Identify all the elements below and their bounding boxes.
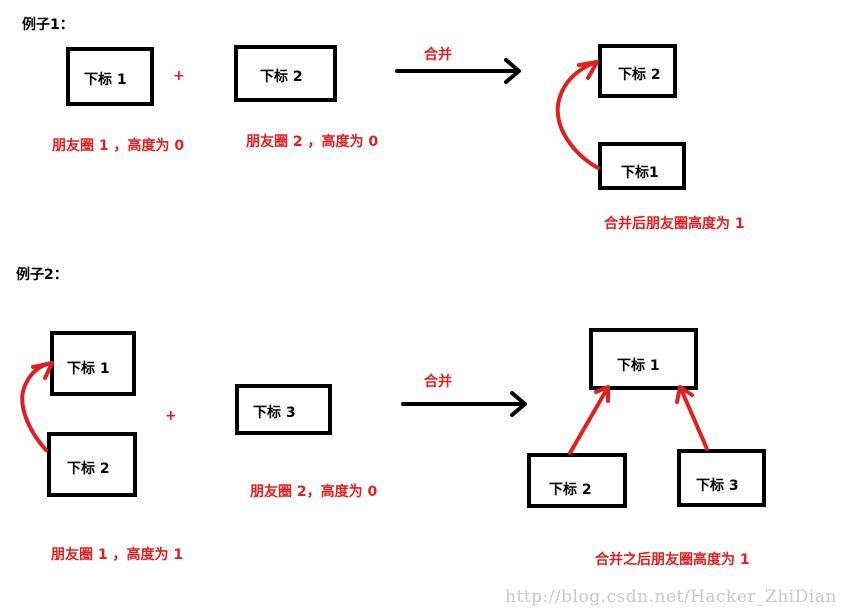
ex2-node-2-label: 下标 2 <box>67 461 110 477</box>
ex2-link-arrow <box>20 361 54 452</box>
ex1-caption-set-2: 朋友圈 2 ，高度为 0 <box>246 134 379 150</box>
ex1-node-2-label: 下标 2 <box>260 69 303 85</box>
example2-title: 例子2： <box>16 267 68 283</box>
ex2-result-child-right: 下标 3 <box>677 449 766 507</box>
ex1-link-arrow <box>555 60 600 170</box>
ex2-right-link-arrow <box>675 385 709 451</box>
ex2-result-root-label: 下标 1 <box>617 358 660 374</box>
ex2-caption-set-1: 朋友圈 1 ，高度为 1 <box>51 547 184 563</box>
watermark: http://blog.csdn.net/Hacker_ZhiDian <box>505 587 837 607</box>
ex1-result-root: 下标 2 <box>598 44 677 98</box>
ex1-result-child-label: 下标1 <box>621 165 659 181</box>
example1-title: 例子1： <box>22 17 74 33</box>
ex2-node-2: 下标 2 <box>47 432 137 497</box>
ex2-result-child-left: 下标 2 <box>527 453 627 508</box>
ex1-caption-set-1: 朋友圈 1 ，高度为 0 <box>52 138 185 154</box>
ex2-plus-sign: + <box>165 408 177 424</box>
ex2-merge-label: 合并 <box>424 374 452 390</box>
ex1-result-child: 下标1 <box>598 142 686 190</box>
ex1-node-1: 下标 1 <box>66 47 154 106</box>
ex2-node-1-label: 下标 1 <box>67 361 110 377</box>
ex2-left-link-arrow <box>568 385 610 455</box>
ex2-result-root: 下标 1 <box>589 328 698 390</box>
ex2-result-child-right-label: 下标 3 <box>696 478 739 494</box>
ex1-plus-sign: + <box>173 68 185 84</box>
ex2-caption-set-2: 朋友圈 2，高度为 0 <box>250 484 378 500</box>
ex2-node-3: 下标 3 <box>235 384 332 435</box>
ex2-node-3-label: 下标 3 <box>253 405 296 421</box>
ex1-merge-arrow <box>395 58 521 84</box>
ex1-result-root-label: 下标 2 <box>618 67 661 83</box>
ex1-result-caption: 合并后朋友圈高度为 1 <box>604 216 745 232</box>
ex1-node-1-label: 下标 1 <box>84 72 127 88</box>
ex1-node-2: 下标 2 <box>234 45 337 102</box>
ex1-merge-label: 合并 <box>424 47 452 63</box>
ex2-node-1: 下标 1 <box>50 331 136 396</box>
ex2-merge-arrow <box>401 391 527 417</box>
ex2-result-child-left-label: 下标 2 <box>549 482 592 498</box>
ex2-result-caption: 合并之后朋友圈高度为 1 <box>595 552 750 568</box>
